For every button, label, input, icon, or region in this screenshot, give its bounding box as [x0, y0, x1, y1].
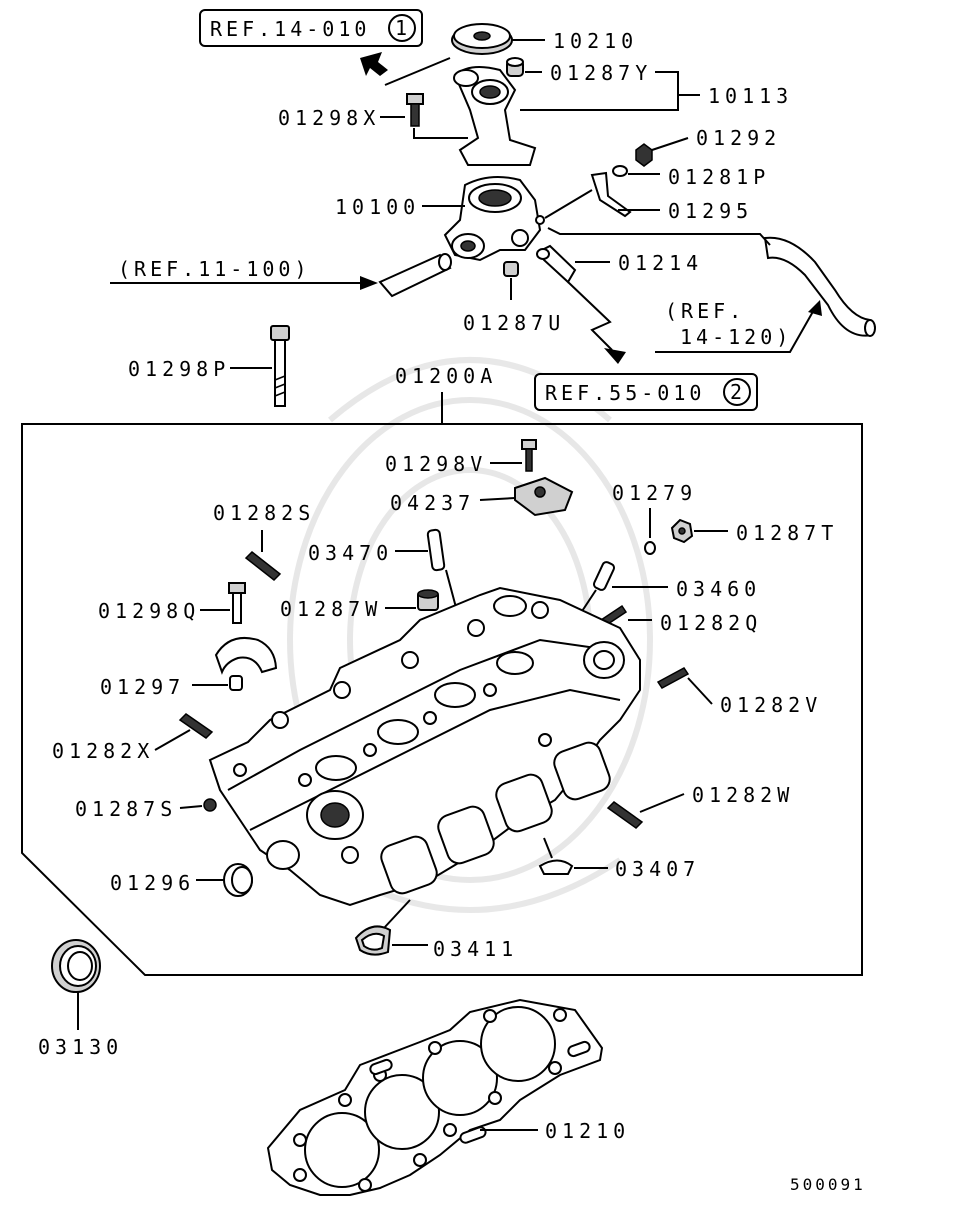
part-label-01296: 01296	[110, 871, 195, 895]
part-label-01214: 01214	[618, 251, 703, 275]
dowel-01297	[229, 675, 243, 691]
bracket-01295	[590, 171, 632, 218]
part-label-01292: 01292	[696, 126, 781, 150]
part-label-03411: 03411	[433, 937, 518, 961]
stud-01282X	[178, 713, 214, 739]
plug-01287W	[417, 589, 439, 611]
part-label-01287W: 01287W	[280, 597, 382, 621]
o-ring-01279	[644, 541, 656, 555]
part-label-01287U: 01287U	[463, 311, 565, 335]
washer-01281P	[612, 165, 628, 177]
cylinder-head-01200A	[208, 586, 641, 907]
part-label-01200A: 01200A	[395, 364, 497, 388]
fitting-01214	[536, 244, 577, 284]
tube-03470	[426, 528, 446, 572]
tube-03460	[592, 561, 616, 591]
arrow-to-ref-55-010	[604, 348, 626, 364]
plug-01296	[223, 863, 253, 897]
arrow-to-ref-14-010	[360, 52, 451, 86]
part-label-01282W: 01282W	[692, 783, 794, 807]
svg-text:REF.14-010: REF.14-010	[210, 17, 370, 41]
ref-55-010-box[interactable]: REF.55-010 2	[534, 373, 758, 411]
nut-01287T	[670, 518, 694, 544]
part-label-01298V: 01298V	[385, 452, 487, 476]
ref-14-120-line2[interactable]: 14-120)	[680, 325, 792, 349]
ref-14-120-line1[interactable]: (REF.	[665, 299, 745, 323]
bolt-01298P	[270, 325, 290, 407]
part-label-01297: 01297	[100, 675, 185, 699]
svg-text:2: 2	[730, 380, 742, 404]
part-label-01210: 01210	[545, 1119, 630, 1143]
part-label-01298Q: 01298Q	[98, 599, 200, 623]
part-label-01287Y: 01287Y	[550, 61, 652, 85]
part-label-01282X: 01282X	[52, 739, 154, 763]
water-outlet-10113	[453, 65, 537, 166]
part-label-01282S: 01282S	[213, 501, 315, 525]
radiator-cap-10210	[451, 23, 513, 55]
part-label-10210: 10210	[553, 29, 638, 53]
part-label-01287S: 01287S	[75, 797, 177, 821]
diagram-code: 500091	[790, 1175, 866, 1194]
part-label-03470: 03470	[308, 541, 393, 565]
ref-14-010-box[interactable]: REF.14-010 1	[199, 9, 423, 47]
part-label-01279: 01279	[612, 481, 697, 505]
bolt-01298Q	[228, 582, 246, 624]
part-label-01295: 01295	[668, 199, 753, 223]
part-label-10113: 10113	[708, 84, 793, 108]
part-label-01282Q: 01282Q	[660, 611, 762, 635]
svg-text:REF.55-010: REF.55-010	[545, 381, 705, 405]
nut-01287U	[503, 261, 519, 277]
part-label-01298P: 01298P	[128, 357, 230, 381]
part-label-03407: 03407	[615, 857, 700, 881]
stud-01282S	[244, 550, 282, 582]
part-label-04237: 04237	[390, 491, 475, 515]
bypass-pipe	[378, 253, 452, 298]
nut-01287Y	[506, 57, 524, 77]
part-label-01287T: 01287T	[736, 521, 838, 545]
part-label-01298X: 01298X	[278, 106, 380, 130]
bearing-cap	[214, 636, 278, 675]
seal-03407	[538, 859, 574, 875]
head-gasket-01210	[266, 998, 604, 1196]
part-label-10100: 10100	[335, 195, 420, 219]
plug-03411	[354, 925, 392, 956]
part-label-01281P: 01281P	[668, 165, 770, 189]
bolt-01298X	[406, 93, 424, 127]
oil-seal-03130	[51, 939, 101, 993]
stud-01282V	[656, 667, 690, 689]
coolant-hose	[763, 236, 876, 337]
part-label-03130: 03130	[38, 1035, 123, 1059]
cover-04237	[514, 476, 574, 517]
stud-01282W	[606, 801, 644, 829]
part-label-03460: 03460	[676, 577, 761, 601]
cylinder-head-assembly-frame	[21, 423, 863, 976]
ref-11-100-label[interactable]: (REF.11-100)	[118, 257, 311, 281]
plug-01287S	[203, 798, 217, 812]
svg-text:1: 1	[395, 16, 407, 40]
part-label-01282V: 01282V	[720, 693, 822, 717]
bolt-01298V	[521, 439, 537, 472]
nut-01292	[635, 143, 653, 167]
thermostat-case-10100	[443, 175, 545, 262]
